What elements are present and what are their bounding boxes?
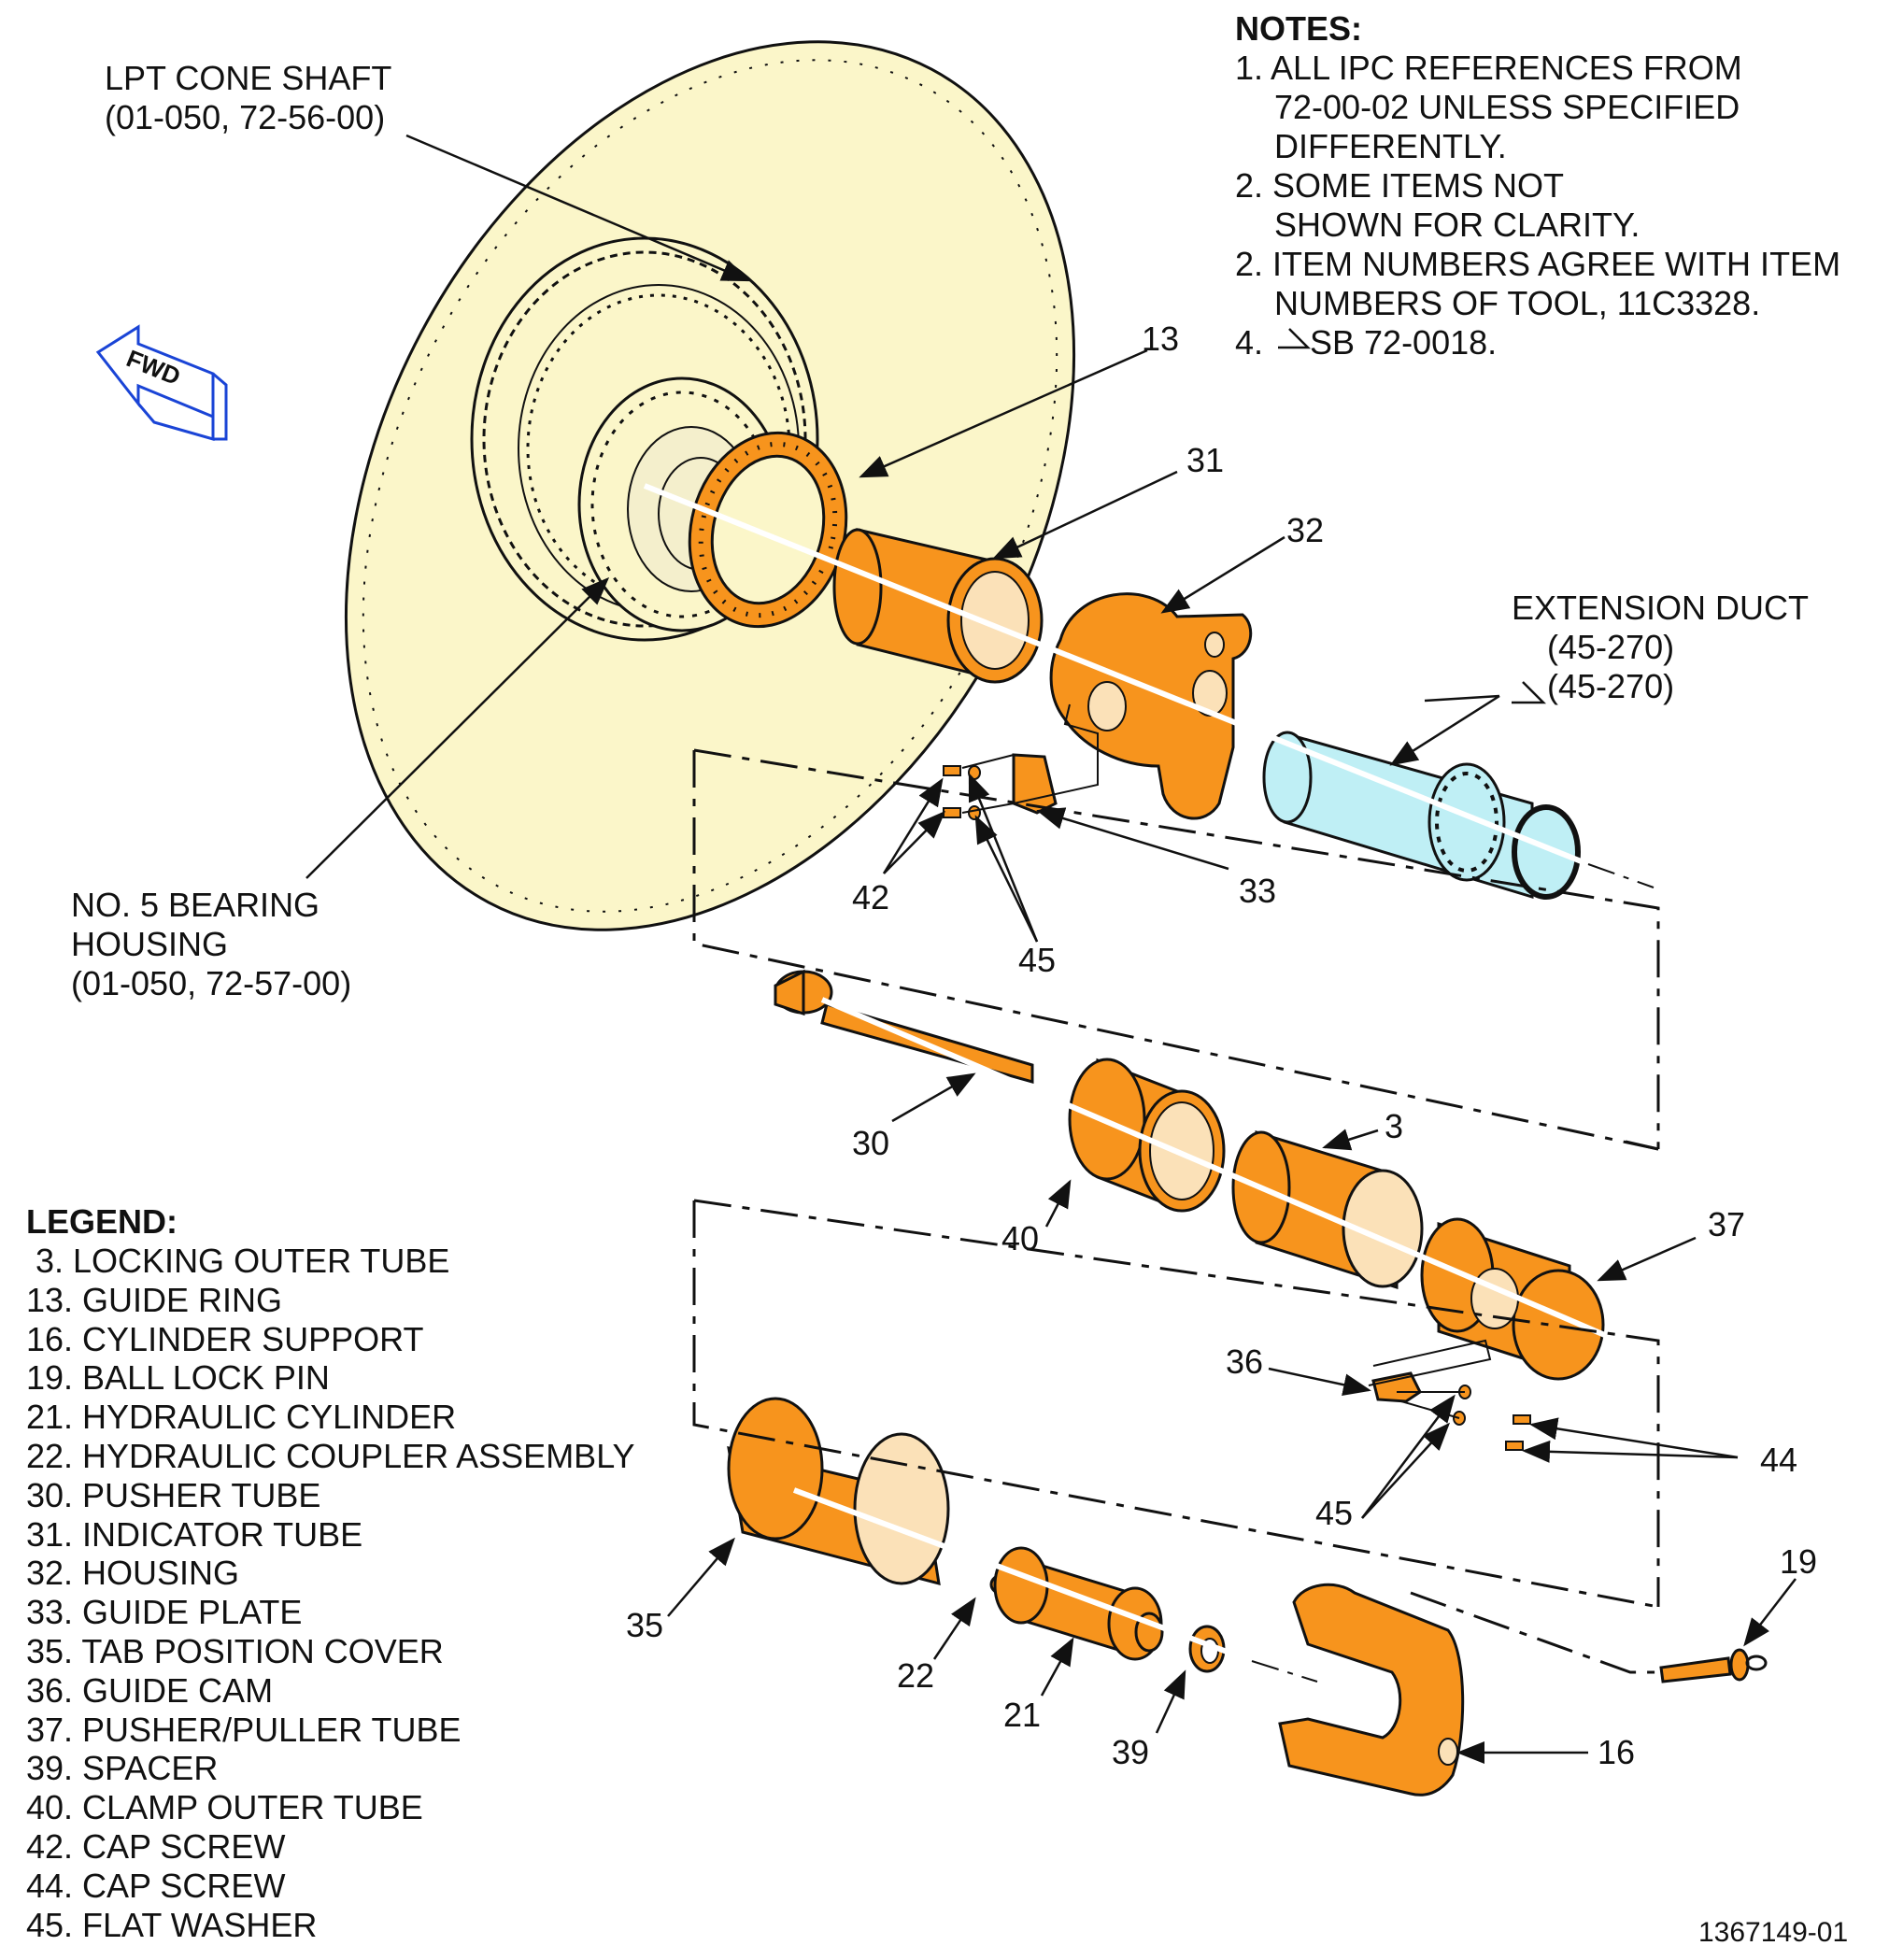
legend-item: 31. INDICATOR TUBE — [26, 1514, 363, 1554]
callout-45-upper: 45 — [1018, 941, 1056, 979]
guide-plate-33 — [1012, 753, 1058, 815]
callout-13: 13 — [1142, 320, 1179, 358]
tab-position-cover-35 — [727, 1397, 950, 1586]
legend-item: 42. CAP SCREW — [26, 1827, 286, 1866]
legend-item: 32. HOUSING — [26, 1554, 240, 1593]
hydraulic-cylinder-21 — [993, 1546, 1164, 1661]
legend-item: 36. GUIDE CAM — [26, 1670, 274, 1710]
callout-36: 36 — [1226, 1342, 1263, 1381]
extension-duct — [1262, 731, 1581, 900]
callout-19: 19 — [1780, 1542, 1817, 1581]
callout-21: 21 — [1003, 1696, 1041, 1734]
note-line: 1. ALL IPC REFERENCES FROM — [1235, 49, 1742, 87]
callout-32: 32 — [1286, 511, 1324, 549]
extension-duct-ref-sb: (45-270) — [1547, 667, 1675, 705]
callout-3: 3 — [1385, 1107, 1403, 1145]
housing-32 — [1049, 592, 1253, 820]
lpt-cone-shaft-label: LPT CONE SHAFT — [105, 59, 392, 97]
lpt-cone-shaft-ref: (01-050, 72-56-00) — [105, 98, 386, 136]
assembly-axis-lines — [643, 483, 1609, 1664]
legend-item: 19. BALL LOCK PIN — [26, 1358, 330, 1398]
legend-item: 13. GUIDE RING — [26, 1280, 283, 1319]
note-line: 2. ITEM NUMBERS AGREE WITH ITEM — [1235, 245, 1841, 283]
note-line: 72-00-02 UNLESS SPECIFIED — [1274, 88, 1740, 126]
sb-delta-marks — [1278, 328, 1547, 704]
assembly-axis-outline — [1251, 863, 1655, 1683]
legend-item: 45. FLAT WASHER — [26, 1905, 318, 1944]
callout-35: 35 — [626, 1606, 663, 1644]
callout-16: 16 — [1598, 1733, 1635, 1771]
note-line: 2. SOME ITEMS NOT — [1235, 166, 1565, 205]
cap-screws-44-washers-45 — [1453, 1385, 1531, 1451]
note-line: 4. — [1235, 323, 1264, 362]
note-line: SHOWN FOR CLARITY. — [1274, 206, 1640, 244]
callout-33: 33 — [1239, 872, 1276, 910]
callout-30: 30 — [852, 1124, 889, 1162]
legend-item: 22. HYDRAULIC COUPLER ASSEMBLY — [26, 1437, 635, 1475]
callout-leader-lines — [305, 134, 1797, 1764]
legend-item: 37. PUSHER/PULLER TUBE — [26, 1710, 462, 1749]
ball-lock-pin-19 — [1659, 1648, 1768, 1683]
indicator-tube-31 — [832, 528, 1044, 684]
legend-title: LEGEND: — [26, 1202, 178, 1241]
callout-44: 44 — [1760, 1441, 1797, 1479]
legend-item: 16. CYLINDER SUPPORT — [26, 1319, 424, 1358]
legend-item: 39. SPACER — [26, 1749, 219, 1788]
extension-duct-ref: (45-270) — [1547, 628, 1675, 666]
bearing-housing-ref: (01-050, 72-57-00) — [71, 964, 352, 1002]
note-line: SB 72-0018. — [1310, 323, 1498, 362]
legend-item: 33. GUIDE PLATE — [26, 1593, 303, 1632]
locking-outer-tube-3 — [1231, 1129, 1424, 1290]
alignment-phantom-lines — [692, 748, 1661, 1674]
notes-title: NOTES: — [1235, 9, 1363, 48]
callout-39: 39 — [1112, 1733, 1149, 1771]
note-line: DIFFERENTLY. — [1274, 127, 1507, 165]
figure-id: 1367149-01 — [1698, 1917, 1849, 1948]
callout-31: 31 — [1186, 441, 1224, 479]
legend-item: 35. TAB POSITION COVER — [26, 1632, 444, 1670]
legend-item: 3. LOCKING OUTER TUBE — [26, 1242, 450, 1280]
extension-duct-label: EXTENSION DUCT — [1512, 589, 1810, 627]
guide-cam-36 — [1371, 1371, 1422, 1403]
note-line: NUMBERS OF TOOL, 11C3328. — [1274, 284, 1761, 322]
legend-item: 40. CLAMP OUTER TUBE — [26, 1788, 423, 1827]
guide-ring-13 — [688, 431, 848, 629]
legend-item: 44. CAP SCREW — [26, 1866, 286, 1905]
legend-item: 21. HYDRAULIC CYLINDER — [26, 1398, 457, 1437]
pusher-puller-tube-37 — [1420, 1217, 1605, 1381]
cylinder-support-16 — [1278, 1583, 1465, 1797]
legend-item: 30. PUSHER TUBE — [26, 1475, 321, 1514]
callout-22: 22 — [897, 1656, 934, 1695]
callout-40: 40 — [1001, 1219, 1039, 1257]
bearing-housing-label-1: NO. 5 BEARING — [71, 886, 320, 924]
callout-42: 42 — [852, 878, 889, 916]
clamp-outer-tube-40 — [1068, 1058, 1226, 1213]
callout-37: 37 — [1708, 1205, 1745, 1243]
callout-numbers: 13 31 32 33 42 45 30 40 3 37 36 44 45 35… — [626, 320, 1817, 1771]
fwd-arrow: FWD — [95, 324, 228, 441]
bearing-housing-label-2: HOUSING — [71, 925, 229, 963]
callout-45-lower: 45 — [1315, 1494, 1353, 1532]
